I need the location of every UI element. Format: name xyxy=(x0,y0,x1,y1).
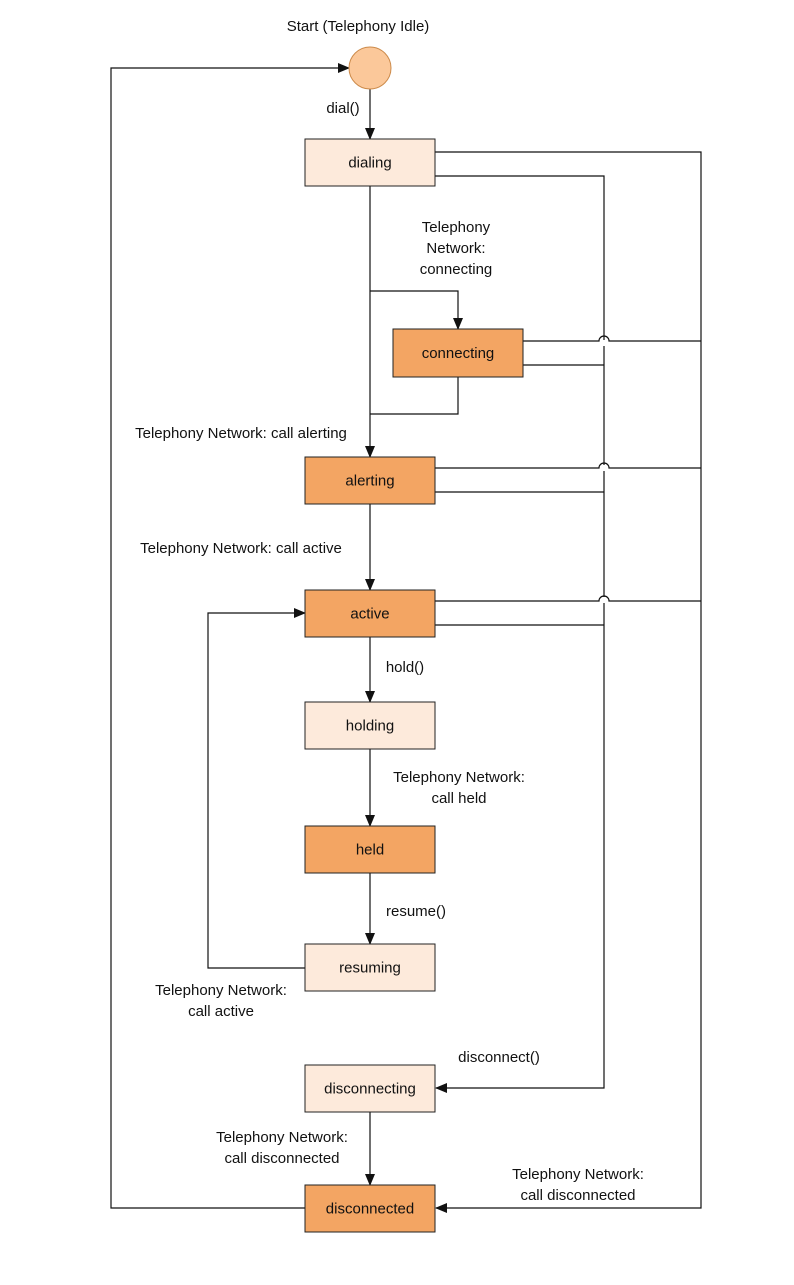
label-net-active: Telephony Network: call active xyxy=(140,540,342,557)
label-disconnect: disconnect() xyxy=(458,1049,540,1066)
label-net-connecting-line: Telephony xyxy=(422,219,491,236)
state-label-dialing: dialing xyxy=(348,155,391,172)
edge-active-net-disc xyxy=(435,595,701,602)
label-hold-line: hold() xyxy=(386,659,424,676)
label-net-connecting-line: connecting xyxy=(420,261,493,278)
state-box-disconnected xyxy=(304,1184,436,1233)
state-holding: holding xyxy=(304,701,436,750)
label-disconnect-line: disconnect() xyxy=(458,1049,540,1066)
state-label-disconnecting: disconnecting xyxy=(324,1081,416,1098)
label-dial-line: dial() xyxy=(326,100,359,117)
edge-connecting-alerting xyxy=(370,377,459,415)
state-box-resuming xyxy=(304,943,436,992)
state-label-holding: holding xyxy=(346,718,394,735)
label-net-held-line: call held xyxy=(431,790,486,807)
label-dial: dial() xyxy=(326,100,359,117)
label-net-resumed: Telephony Network: call active xyxy=(155,982,287,1020)
state-box-active xyxy=(304,589,436,638)
label-net-alerting-line: Telephony Network: call alerting xyxy=(135,425,347,442)
label-net-disconnected-right: Telephony Network: call disconnected xyxy=(512,1166,644,1204)
state-active: active xyxy=(304,589,436,638)
state-resuming: resuming xyxy=(304,943,436,992)
state-held: held xyxy=(304,825,436,874)
state-label-disconnected: disconnected xyxy=(326,1201,414,1218)
edge-alerting-net-disc xyxy=(435,462,701,469)
label-net-disconnected-left-line: Telephony Network: xyxy=(216,1129,348,1146)
state-label-held: held xyxy=(356,842,384,859)
label-net-disconnected-left-line: call disconnected xyxy=(224,1150,339,1167)
state-label-connecting: connecting xyxy=(422,345,495,362)
start-label: Start (Telephony Idle) xyxy=(287,18,430,35)
edge-resuming-active xyxy=(207,608,306,969)
state-dialing: dialing xyxy=(304,138,436,187)
state-box-disconnecting xyxy=(304,1064,436,1113)
label-hold: hold() xyxy=(386,659,424,676)
label-net-disconnected-right-line: Telephony Network: xyxy=(512,1166,644,1183)
edges xyxy=(110,63,702,1213)
state-disconnected: disconnected xyxy=(304,1184,436,1233)
label-net-resumed-line: call active xyxy=(188,1003,254,1020)
state-box-connecting xyxy=(392,328,524,378)
label-net-disconnected-left: Telephony Network: call disconnected xyxy=(216,1129,348,1167)
edge-disconnect-bus-dialing xyxy=(435,175,605,340)
start-node: Start (Telephony Idle) xyxy=(287,18,430,90)
label-resume-line: resume() xyxy=(386,903,446,920)
label-net-disconnected-right-line: call disconnected xyxy=(520,1187,635,1204)
label-net-resumed-line: Telephony Network: xyxy=(155,982,287,999)
label-net-held-line: Telephony Network: xyxy=(393,769,525,786)
states: dialing connecting alerting active holding he… xyxy=(304,138,524,1233)
state-box-dialing xyxy=(304,138,436,187)
state-box-holding xyxy=(304,701,436,750)
state-disconnecting: disconnecting xyxy=(304,1064,436,1113)
label-net-connecting-line: Network: xyxy=(426,240,485,257)
state-label-alerting: alerting xyxy=(345,473,394,490)
edge-disconnect-bus-bottom xyxy=(435,603,605,1093)
edge-dialing-connecting xyxy=(370,290,463,330)
state-label-active: active xyxy=(350,606,389,623)
label-net-alerting: Telephony Network: call alerting xyxy=(135,425,347,442)
state-box-held xyxy=(304,825,436,874)
state-alerting: alerting xyxy=(304,456,436,505)
label-net-held: Telephony Network: call held xyxy=(393,769,525,807)
edge-disconnected-start xyxy=(110,63,350,1209)
state-connecting: connecting xyxy=(392,328,524,378)
edge-net-disc-bus xyxy=(435,151,702,1213)
edge-connecting-net-disc xyxy=(523,335,701,342)
label-resume: resume() xyxy=(386,903,446,920)
start-circle xyxy=(348,46,392,90)
state-box-alerting xyxy=(304,456,436,505)
state-label-resuming: resuming xyxy=(339,960,401,977)
label-net-active-line: Telephony Network: call active xyxy=(140,540,342,557)
